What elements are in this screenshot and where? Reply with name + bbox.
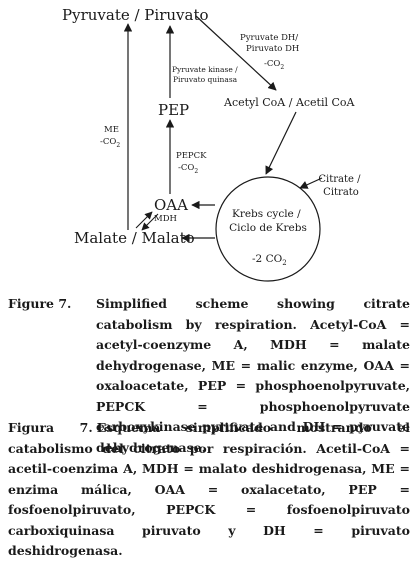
- node-pep: PEP: [158, 101, 189, 119]
- me-label: ME: [104, 125, 119, 135]
- node-citrate: Citrate / Citrato: [318, 174, 363, 198]
- krebs-cycle-circle: [215, 176, 321, 282]
- caption-english: Figure 7. Simplified scheme showing citr…: [8, 294, 410, 458]
- arrow-acetyl-coa-to-krebs: [265, 111, 297, 175]
- pepck-co2: -CO: [178, 163, 194, 173]
- citrate-line-1: Citrate /: [318, 174, 361, 185]
- pdh-co2-label: -CO2: [264, 59, 284, 71]
- pdh-co2-sub: 2: [280, 64, 284, 71]
- pepck-label: PEPCK: [176, 151, 207, 161]
- arrow-citrate-to-krebs: [299, 177, 323, 189]
- node-malate: Malate / Malato: [74, 229, 195, 247]
- krebs-co2-label: -2 CO2: [252, 253, 287, 267]
- caption-spanish-body: Figura 7.Esquema simplificado mostrando …: [8, 418, 410, 562]
- node-oaa: OAA: [154, 196, 188, 214]
- krebs-cycle-label: Krebs cycle / Ciclo de Krebs: [229, 208, 307, 234]
- me-co2: -CO: [100, 137, 116, 147]
- me-co2-label: -CO2: [100, 137, 120, 149]
- pk-line-1: Pyruvate kinase /: [172, 65, 238, 74]
- me-co2-sub: 2: [116, 142, 120, 149]
- caption-english-label: Figure 7.: [8, 296, 72, 311]
- pdh-line-2: Piruvato DH: [246, 44, 299, 54]
- citrate-catabolism-diagram: Pyruvate / Piruvato Acetyl CoA / Acetil …: [62, 6, 363, 282]
- enzyme-me: ME: [104, 125, 119, 135]
- pepck-co2-sub: 2: [194, 168, 198, 175]
- arrow-malate-to-oaa: [135, 211, 153, 229]
- citrate-line-2: Citrato: [323, 187, 359, 198]
- pepck-co2-label: -CO2: [178, 163, 198, 175]
- krebs-line-2: Ciclo de Krebs: [229, 222, 307, 234]
- enzyme-pepck: PEPCK: [176, 151, 207, 161]
- enzyme-pyruvate-dh: Pyruvate DH/ Piruvato DH: [240, 33, 301, 54]
- pdh-line-1: Pyruvate DH/: [240, 33, 298, 43]
- arrow-oaa-to-malate: [141, 213, 159, 231]
- enzyme-mdh: MDH: [154, 214, 177, 224]
- caption-english-text: Simplified scheme showing citrate catabo…: [96, 296, 410, 455]
- krebs-co2-sub: 2: [282, 259, 286, 267]
- krebs-line-1: Krebs cycle /: [232, 208, 301, 220]
- node-acetyl-coa: Acetyl CoA / Acetil CoA: [223, 96, 356, 109]
- caption-spanish-label: Figura 7.: [8, 420, 93, 435]
- node-pyruvate: Pyruvate / Piruvato: [62, 6, 209, 24]
- enzyme-pyruvate-kinase: Pyruvate kinase / Piruvato quinasa: [172, 65, 240, 84]
- caption-spanish: Figura 7.Esquema simplificado mostrando …: [8, 418, 410, 562]
- pdh-co2: -CO: [264, 59, 280, 69]
- caption-spanish-text: Esquema simplificado mostrando el catabo…: [8, 420, 411, 558]
- krebs-co2: -2 CO: [252, 253, 283, 265]
- arrow-pyruvate-to-acetyl-coa: [195, 15, 277, 91]
- pk-line-2: Piruvato quinasa: [173, 75, 238, 84]
